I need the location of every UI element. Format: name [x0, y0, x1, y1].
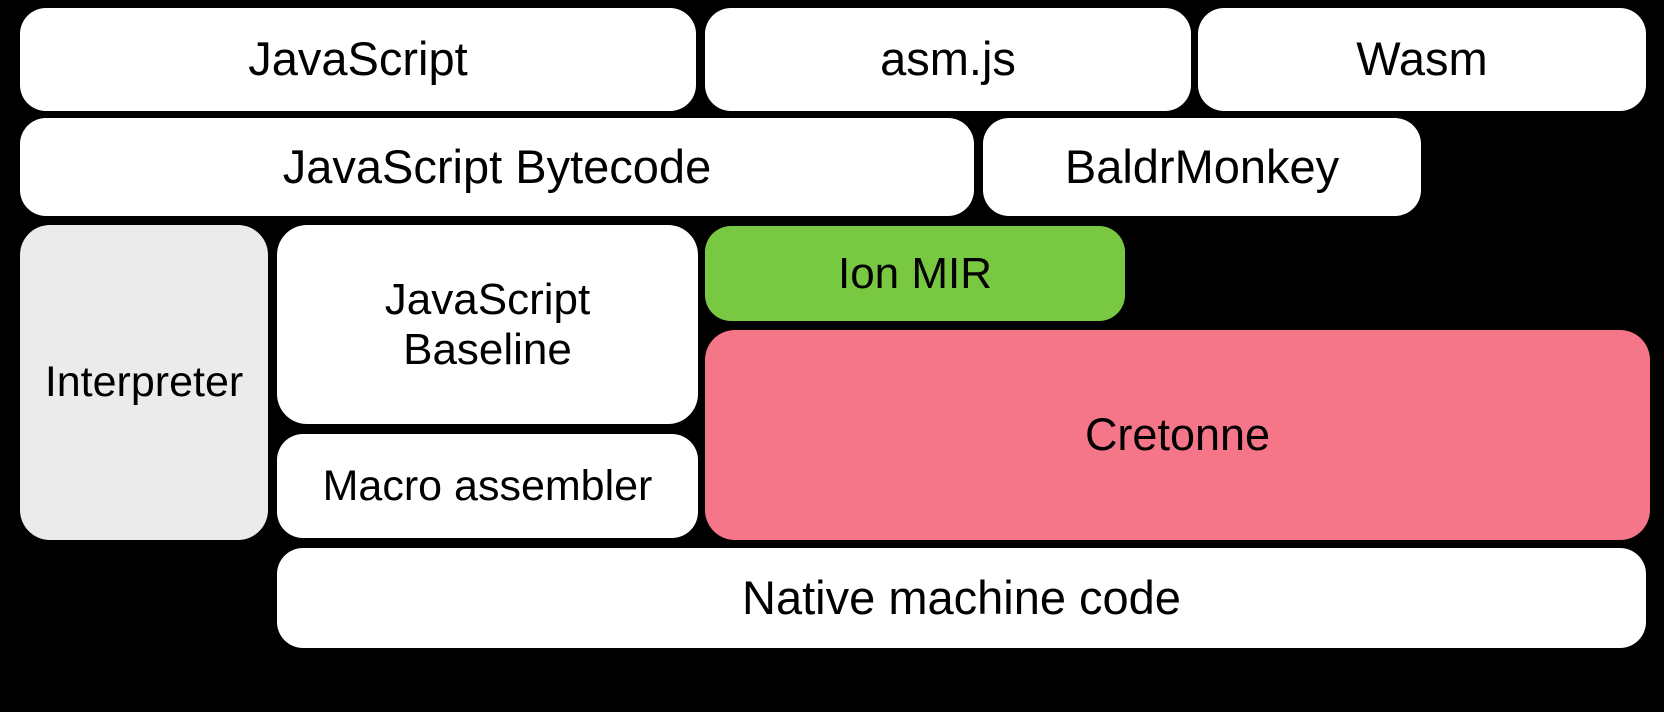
- node-baldrmonkey[interactable]: BaldrMonkey: [983, 118, 1421, 216]
- node-macro-assembler[interactable]: Macro assembler: [277, 434, 698, 538]
- node-native-machine-code[interactable]: Native machine code: [277, 548, 1646, 648]
- node-cretonne[interactable]: Cretonne: [705, 330, 1650, 540]
- node-javascript-bytecode[interactable]: JavaScript Bytecode: [20, 118, 974, 216]
- node-javascript[interactable]: JavaScript: [20, 8, 696, 111]
- node-interpreter[interactable]: Interpreter: [20, 225, 268, 540]
- node-ion-mir[interactable]: Ion MIR: [705, 226, 1125, 321]
- node-asmjs[interactable]: asm.js: [705, 8, 1191, 111]
- node-wasm[interactable]: Wasm: [1198, 8, 1646, 111]
- node-javascript-baseline[interactable]: JavaScript Baseline: [277, 225, 698, 424]
